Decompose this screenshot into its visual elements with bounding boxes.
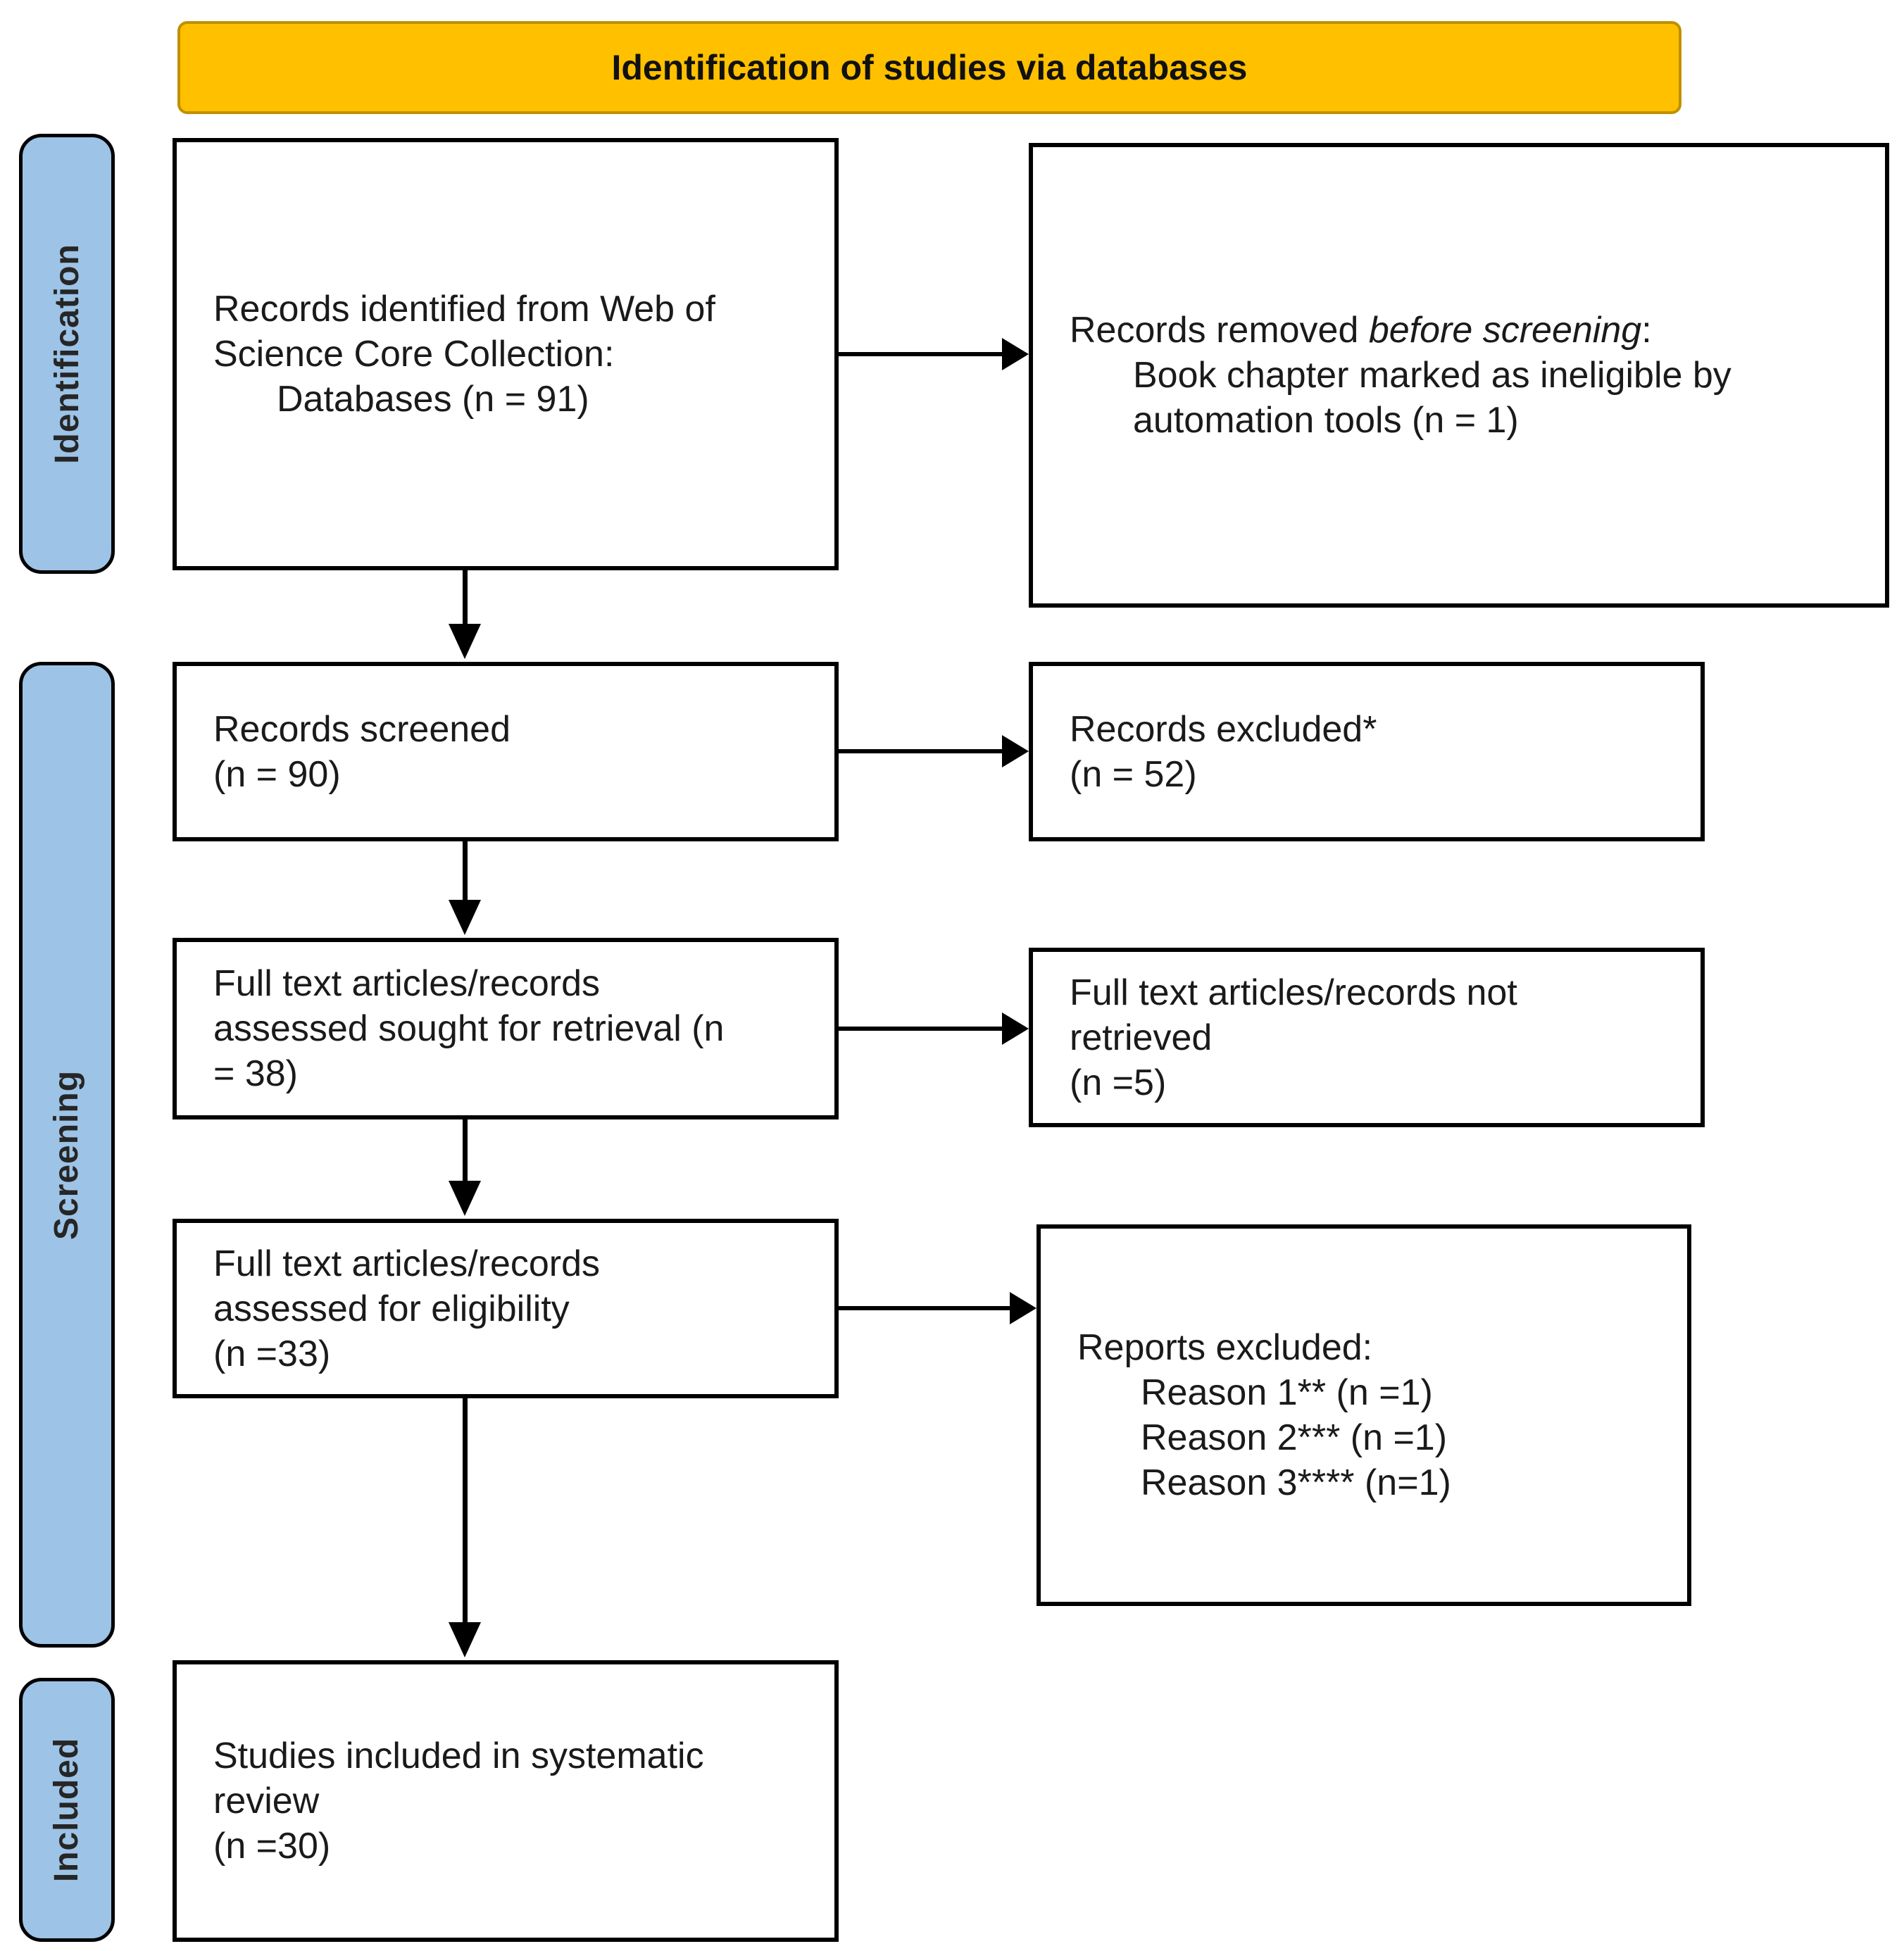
- box-records-removed-before-screening: Records removed before screening: Book c…: [1029, 143, 1889, 608]
- box-records-excluded: Records excluded* (n = 52): [1029, 662, 1705, 841]
- arrow-sought-to-eligibility-shaft: [463, 1119, 468, 1182]
- arrow-screened-to-excluded-shaft: [839, 749, 1002, 753]
- arrow-eligibility-to-included-head: [449, 1622, 481, 1657]
- records-removed-suffix: :: [1641, 310, 1652, 351]
- box-assessed-eligibility-line1: Full text articles/records: [213, 1243, 601, 1284]
- box-records-excluded-line2: (n = 52): [1070, 753, 1197, 795]
- box-not-retrieved-line3: (n =5): [1070, 1062, 1167, 1103]
- arrow-identified-to-screened-head: [449, 624, 481, 659]
- box-reports-excluded-line3: Reason 2*** (n =1): [1141, 1417, 1448, 1458]
- records-removed-italic: before screening: [1368, 310, 1642, 351]
- box-full-text-not-retrieved: Full text articles/records not retrieved…: [1029, 948, 1705, 1127]
- stage-label-screening-text: Screening: [48, 1069, 86, 1240]
- box-records-removed-line1: Records removed before screening:: [1070, 308, 1865, 353]
- box-studies-included-line1: Studies included in systematic: [213, 1736, 704, 1776]
- arrow-screened-to-excluded-head: [1002, 735, 1029, 767]
- arrow-sought-to-eligibility-head: [449, 1181, 481, 1216]
- box-studies-included-line3: (n =30): [213, 1826, 331, 1867]
- arrow-eligibility-to-reports-head: [1010, 1292, 1036, 1324]
- banner-identification-via-databases: Identification of studies via databases: [177, 21, 1681, 114]
- box-sought-retrieval-line2: assessed sought for retrieval (n: [213, 1008, 725, 1049]
- arrow-screened-to-sought-shaft: [463, 841, 468, 901]
- box-records-screened-line2: (n = 90): [213, 753, 341, 795]
- stage-label-included: Included: [19, 1678, 115, 1942]
- stage-label-screening: Screening: [19, 662, 115, 1648]
- banner-title: Identification of studies via databases: [611, 48, 1248, 87]
- box-assessed-eligibility-line3: (n =33): [213, 1333, 331, 1374]
- box-records-identified-line3: Databases (n = 91): [277, 379, 589, 420]
- box-records-screened: Records screened (n = 90): [173, 662, 839, 841]
- box-assessed-eligibility-line2: assessed for eligibility: [213, 1288, 570, 1329]
- box-records-identified: Records identified from Web of Science C…: [173, 138, 839, 570]
- stage-label-included-text: Included: [48, 1737, 86, 1883]
- box-records-identified-line2: Science Core Collection:: [213, 334, 615, 375]
- box-records-screened-line1: Records screened: [213, 708, 511, 750]
- box-reports-excluded-line2: Reason 1** (n =1): [1141, 1372, 1433, 1413]
- records-removed-prefix: Records removed: [1070, 310, 1369, 351]
- arrow-identified-to-removed-head: [1002, 338, 1029, 370]
- arrow-screened-to-sought-head: [449, 900, 481, 935]
- box-records-removed-line3: automation tools (n = 1): [1133, 400, 1519, 441]
- box-studies-included-line2: review: [213, 1781, 320, 1821]
- box-records-removed-line2: Book chapter marked as ineligible by: [1133, 355, 1731, 396]
- box-not-retrieved-line2: retrieved: [1070, 1017, 1213, 1058]
- box-not-retrieved-line1: Full text articles/records not: [1070, 972, 1517, 1013]
- box-reports-excluded: Reports excluded: Reason 1** (n =1) Reas…: [1036, 1224, 1691, 1606]
- box-sought-retrieval-line3: = 38): [213, 1053, 298, 1094]
- box-full-text-assessed-for-eligibility: Full text articles/records assessed for …: [173, 1219, 839, 1398]
- box-records-identified-line1: Records identified from Web of: [213, 289, 715, 330]
- box-full-text-sought-for-retrieval: Full text articles/records assessed soug…: [173, 938, 839, 1119]
- box-sought-retrieval-line1: Full text articles/records: [213, 963, 601, 1004]
- arrow-eligibility-to-included-shaft: [463, 1398, 468, 1624]
- stage-label-identification: Identification: [19, 134, 115, 574]
- box-studies-included-in-review: Studies included in systematic review (n…: [173, 1660, 839, 1942]
- box-reports-excluded-line4: Reason 3**** (n=1): [1141, 1462, 1451, 1503]
- arrow-identified-to-screened-shaft: [463, 570, 468, 625]
- arrow-sought-to-notretrieved-shaft: [839, 1027, 1002, 1031]
- arrow-identified-to-removed-shaft: [839, 352, 1002, 356]
- arrow-eligibility-to-reports-shaft: [839, 1306, 1010, 1310]
- box-records-excluded-line1: Records excluded*: [1070, 708, 1377, 750]
- box-reports-excluded-line1: Reports excluded:: [1077, 1327, 1373, 1368]
- stage-label-identification-text: Identification: [48, 244, 86, 464]
- arrow-sought-to-notretrieved-head: [1002, 1012, 1029, 1045]
